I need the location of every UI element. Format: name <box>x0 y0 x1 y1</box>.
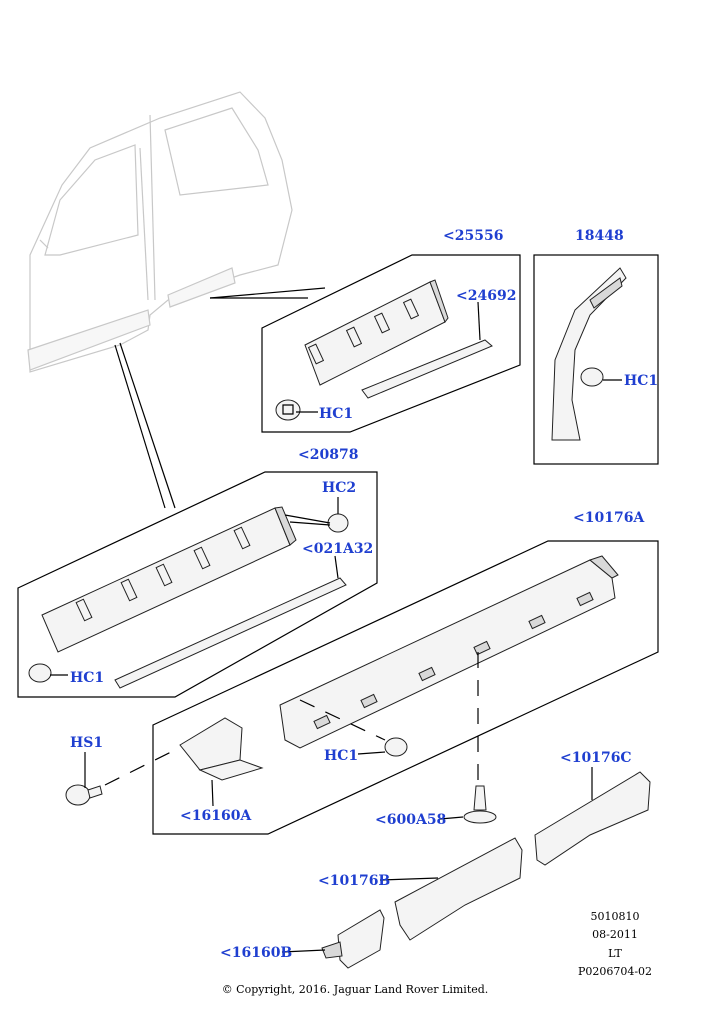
callout-20878[interactable]: <20878 <box>298 447 358 463</box>
callout-hc1[interactable]: HC1 <box>324 748 358 764</box>
callout-18448[interactable]: 18448 <box>575 228 624 244</box>
rear-door-seal-strip <box>361 339 493 399</box>
callout-hc2[interactable]: HC2 <box>322 480 356 496</box>
rear-sill-finisher <box>534 771 651 866</box>
leader-line <box>477 301 481 341</box>
leader-line <box>114 344 166 509</box>
sill-assembly <box>279 555 619 749</box>
diagram-language: LT <box>608 947 622 960</box>
callout-hc1[interactable]: HC1 <box>319 406 353 422</box>
rear-door-moulding <box>304 279 493 399</box>
wheel-arch-moulding <box>551 267 627 441</box>
callout-hc1[interactable]: HC1 <box>624 373 658 389</box>
callout-16160b[interactable]: <16160B <box>220 945 292 961</box>
callout-10176b[interactable]: <10176B <box>318 873 390 889</box>
dashed-assembly-line <box>299 699 386 741</box>
diagram-code: 5010810 <box>591 910 640 923</box>
leader-line <box>334 555 339 579</box>
leader-line <box>209 287 326 299</box>
clip-hc1-icon <box>384 737 408 757</box>
leader-line <box>119 342 176 509</box>
end-cap <box>321 909 385 969</box>
push-clip-icon <box>463 785 497 824</box>
clip-hc1-icon <box>28 663 52 683</box>
callout-600a58[interactable]: <600A58 <box>375 812 446 828</box>
leader-line <box>289 521 331 526</box>
callout-10176c[interactable]: <10176C <box>560 750 632 766</box>
front-door-moulding-box <box>17 471 378 698</box>
vehicle-side-outline <box>27 91 293 373</box>
front-door-moulding <box>41 506 347 689</box>
diagram-date: 08-2011 <box>592 928 638 941</box>
screw-hs1-icon <box>65 784 103 806</box>
callout-16160a[interactable]: <16160A <box>180 808 252 824</box>
leader-line <box>211 779 214 807</box>
copyright-notice: © Copyright, 2016. Jaguar Land Rover Lim… <box>222 983 489 996</box>
clip-hc2-icon <box>327 513 349 533</box>
callout-021a32[interactable]: <021A32 <box>302 541 373 557</box>
leader-line <box>284 514 331 524</box>
clip-hc1-icon <box>580 367 604 387</box>
sill-bracket <box>179 717 264 781</box>
callout-hc1[interactable]: HC1 <box>70 670 104 686</box>
callout-25556[interactable]: <25556 <box>443 228 503 244</box>
leader-line <box>357 751 386 755</box>
dashed-assembly-line <box>104 749 176 786</box>
callout-hs1[interactable]: HS1 <box>70 735 103 751</box>
front-sill-finisher <box>394 837 523 941</box>
diagram-reference: P0206704-02 <box>578 965 652 978</box>
sill-assembly-box <box>152 540 659 835</box>
wheel-arch-box <box>533 254 659 465</box>
clip-hc1-icon <box>275 399 301 421</box>
front-door-seal-strip <box>114 577 347 689</box>
leader-line <box>439 816 464 820</box>
leader-line <box>379 877 439 881</box>
leader-line <box>281 949 326 953</box>
rear-door-moulding-box <box>261 254 521 433</box>
callout-10176a[interactable]: <10176A <box>573 510 645 526</box>
callout-24692[interactable]: <24692 <box>456 288 516 304</box>
